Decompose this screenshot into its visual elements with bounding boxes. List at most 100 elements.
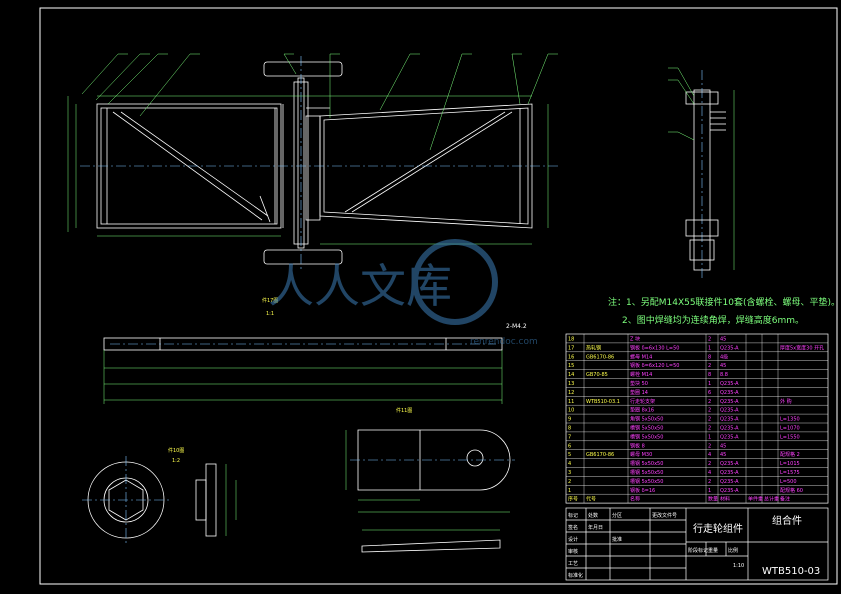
bom-cell: Q235-A [720, 390, 739, 396]
bom-cell: 1 [708, 434, 711, 440]
bom-cell: 螺栓 M14 [630, 371, 652, 378]
bom-header-cell: 数量 [708, 496, 718, 503]
bom-header-cell: 单件重 [748, 496, 763, 503]
bom-cell: Q235-A [720, 417, 739, 423]
bom-cell: 18 [568, 337, 574, 343]
bom-header-cell: 序号 [568, 496, 578, 503]
watermark-url: renrendoc.com [470, 337, 538, 347]
note-line-1: 注：1、另配M14X55联接件10套(含螺栓、螺母、平垫)。 [608, 296, 840, 308]
watermark-text: 人人文库 [268, 259, 452, 313]
bom-cell: 10 [568, 408, 574, 414]
bom-cell: 2 [708, 399, 711, 405]
bom-header-cell: 名称 [630, 496, 640, 503]
bom-cell: 2 [708, 461, 711, 467]
detail-c-scale: 1:2 [172, 458, 180, 464]
part-11-view [345, 429, 515, 553]
bom-cell: Q235-A [720, 381, 739, 387]
watermark: 人人文库 renrendoc.com [268, 239, 538, 347]
part-17-view [103, 337, 503, 404]
bom-cell: Z 块 [630, 336, 640, 343]
bom-cell: 4级 [720, 353, 728, 360]
bom-cell: WTB510-03.1 [586, 399, 620, 405]
note-line-2: 2、图中焊缝均为连续角焊，焊缝高度6mm。 [622, 314, 804, 326]
bom-cell: 11 [568, 399, 574, 405]
bom-cell: L=1070 [780, 426, 800, 432]
bom-cell: 角钢 5x50x50 [630, 416, 663, 423]
bom-cell: 4 [568, 461, 571, 467]
bom-cell: 垫圈 8x16 [630, 407, 654, 414]
bom-cell: Q235-A [720, 479, 739, 485]
title-block-label: 标准化 [568, 572, 583, 579]
title-drawing-no: WTB510-03 [762, 566, 820, 577]
bom-header-cell: 代号 [586, 496, 596, 503]
bom-cell: Q235-A [720, 488, 739, 494]
bom-cell: Q235-A [720, 345, 739, 351]
bom-cell: GB70-85 [586, 372, 608, 378]
main-frame-view [67, 53, 560, 270]
title-block-labels: 标记处数分区更改文件号签名年月日设计审核工艺标准化批准 [568, 512, 677, 579]
title-block [565, 507, 829, 581]
bom-cell: GB6170-86 [586, 452, 614, 458]
bom-cell: 12 [568, 390, 574, 396]
bom-cell: 2 [568, 479, 571, 485]
bom-cell: 1 [708, 488, 711, 494]
bom-cell: 配规格 2 [780, 451, 800, 458]
bom-header-cell: 总计重 [764, 496, 779, 503]
bom-cell: 6 [568, 443, 571, 449]
bom-cell: 2 [708, 363, 711, 369]
bom-cell: 行走轮支架 [630, 398, 655, 405]
bom-cell: 槽钢 5x50x50 [630, 478, 663, 485]
bom-cell: 2 [708, 408, 711, 414]
bom-cell: 钢板 δ=6x130 L=50 [630, 344, 679, 351]
title-block-stage-label: 阶段标记 [688, 547, 708, 554]
bom-cell: Q235-A [720, 461, 739, 467]
bom-cell: 8 [708, 372, 711, 378]
bom-cell: 垫块 50 [630, 380, 648, 387]
bom-header-cell: 备注 [780, 496, 790, 503]
detail-c-label: 件10图 [168, 447, 184, 454]
bom-cell: 45 [720, 443, 726, 449]
bom-cell: 8 [708, 354, 711, 360]
bom-cell: Q235-A [720, 426, 739, 432]
title-block-stage-label: 重量 [708, 547, 718, 554]
bom-cell: 钢板 8 [630, 442, 645, 449]
bom-cell: 热轧钢 [586, 344, 601, 351]
bom-cell: 螺母 M14 [630, 353, 652, 360]
bom-cell: 4 [708, 452, 711, 458]
title-scale: 1:10 [733, 563, 744, 569]
bom-cell: L=1015 [780, 461, 800, 467]
title-assembly: 组合件 [772, 514, 802, 527]
bom-cell: 槽钢 5x50x50 [630, 425, 663, 432]
title-part-name: 行走轮组件 [693, 522, 743, 535]
title-block-label: 处数 [588, 512, 598, 519]
bom-cell: 8 [568, 426, 571, 432]
drawing-frame [39, 7, 838, 585]
bom-cell: Q235-A [720, 470, 739, 476]
bom-cell: 7 [568, 434, 571, 440]
bom-cell: 外 购 [780, 398, 792, 405]
bom-cell: 2 [708, 479, 711, 485]
title-block-label: 设计 [568, 536, 578, 543]
bom-cell: 槽钢 5x50x50 [630, 460, 663, 467]
title-block-label: 工艺 [568, 561, 578, 567]
title-block-stage-labels: 阶段标记重量比例 [688, 547, 738, 554]
bom-cell: 8.8 [720, 372, 728, 378]
bom-cell: 2 [708, 337, 711, 343]
bom-cell: 2 [708, 426, 711, 432]
detail-a-scale: 1:1 [266, 311, 274, 317]
bom-cell: 14 [568, 372, 574, 378]
title-block-label: 标记 [568, 512, 578, 519]
bom-cell: 2 [708, 417, 711, 423]
bom-cell: 螺母 M30 [630, 451, 652, 458]
bom-cell: 45 [720, 363, 726, 369]
bom-cell: 2 [708, 443, 711, 449]
bom-cell: 13 [568, 381, 574, 387]
title-block-label: 审核 [568, 548, 578, 555]
bom-cell: 钢板 δ=16 [630, 487, 655, 494]
bom-cell: 槽钢 5x50x50 [630, 433, 663, 440]
bom-cell: L=1550 [780, 434, 800, 440]
bom-cell: Q235-A [720, 408, 739, 414]
bom-cell: 1 [568, 488, 571, 494]
